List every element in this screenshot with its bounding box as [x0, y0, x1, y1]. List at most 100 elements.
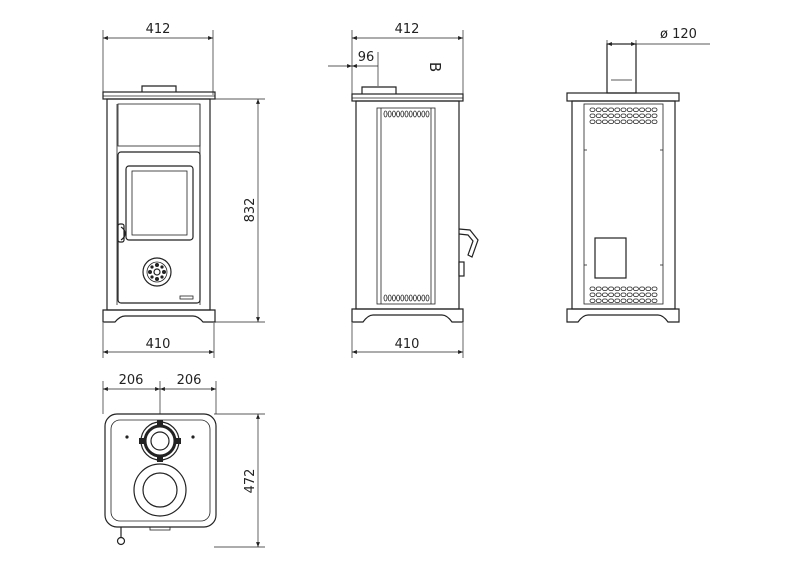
top-outline — [104, 413, 217, 528]
vent-slot — [595, 286, 602, 291]
rear-view: ø 120 — [566, 27, 710, 323]
vent-slot — [626, 298, 633, 303]
side-flue-offset-dimension: 96 — [328, 50, 379, 86]
front-brand-plate — [179, 295, 194, 300]
vent-slot — [383, 110, 388, 118]
front-bottom-width-label: 410 — [146, 337, 171, 352]
front-top-plate — [102, 91, 216, 100]
vent-slot — [633, 298, 639, 303]
vent-slot — [589, 113, 596, 118]
side-top-vents — [383, 110, 430, 118]
rear-top-plate — [566, 92, 680, 102]
side-body — [355, 100, 460, 310]
vent-slot — [589, 292, 596, 297]
vent-slot — [651, 292, 658, 297]
vent-slot — [651, 113, 658, 118]
vent-slot — [633, 292, 639, 297]
front-height-dimension: 832 — [210, 98, 265, 323]
vent-slot — [387, 110, 392, 118]
top-depth-label: 472 — [243, 469, 258, 494]
vent-slot — [620, 292, 627, 297]
side-flue-stub — [361, 86, 397, 94]
vent-slot — [626, 119, 633, 124]
vent-slot — [633, 113, 639, 118]
top-half-right-label: 206 — [177, 373, 202, 388]
vent-slot — [620, 286, 627, 291]
top-half-width-dimensions: 206 206 — [102, 373, 217, 414]
vent-slot — [425, 294, 430, 302]
top-screw-hole — [125, 435, 129, 439]
vent-slot — [602, 119, 608, 124]
vent-slot — [620, 119, 627, 124]
side-top-width-dimension: 412 — [351, 22, 464, 97]
vent-slot — [651, 286, 658, 291]
vent-slot — [626, 107, 633, 112]
vent-slot — [400, 294, 405, 302]
vent-slot — [602, 113, 608, 118]
vent-slot — [651, 298, 658, 303]
rear-flue-diameter-dimension: ø 120 — [606, 27, 710, 93]
front-bottom-width-dimension: 410 — [102, 323, 215, 358]
vent-slot — [595, 107, 602, 112]
vent-slot — [595, 298, 602, 303]
front-glass-frame — [125, 165, 194, 241]
side-view: 412 96 B 410 — [328, 22, 479, 358]
vent-slot — [417, 294, 422, 302]
side-base — [351, 308, 464, 323]
vent-slot — [602, 298, 608, 303]
vent-slot — [608, 292, 614, 297]
vent-slot — [639, 286, 645, 291]
vent-slot — [645, 113, 652, 118]
front-view: 412 832 410 — [102, 22, 265, 358]
front-upper-panel — [117, 103, 201, 147]
side-flue-offset-label: 96 — [358, 50, 375, 65]
rear-flue-diameter-label: ø 120 — [660, 27, 697, 42]
vent-slot — [626, 113, 633, 118]
vent-slot — [645, 298, 652, 303]
vent-slot — [595, 292, 602, 297]
top-half-left-label: 206 — [119, 373, 144, 388]
front-top-width-dimension: 412 — [102, 22, 214, 95]
front-top-width-label: 412 — [146, 22, 171, 37]
vent-slot — [614, 298, 621, 303]
vent-slot — [408, 110, 413, 118]
vent-slot — [614, 292, 621, 297]
side-bottom-vents — [383, 294, 430, 302]
vent-slot — [421, 294, 426, 302]
vent-slot — [645, 107, 652, 112]
vent-slot — [633, 119, 639, 124]
rear-bottom-vents — [589, 286, 658, 303]
vent-slot — [639, 107, 645, 112]
top-depth-dimension: 472 — [214, 413, 265, 548]
vent-slot — [651, 119, 658, 124]
vent-slot — [383, 294, 388, 302]
vent-slot — [639, 292, 645, 297]
vent-slot — [589, 119, 596, 124]
vent-slot — [626, 286, 633, 291]
vent-slot — [608, 113, 614, 118]
rear-access-hatch — [594, 237, 627, 279]
vent-slot — [595, 119, 602, 124]
vent-slot — [391, 294, 396, 302]
vent-slot — [608, 298, 614, 303]
vent-slot — [620, 298, 627, 303]
side-bottom-width-dimension: 410 — [351, 323, 464, 358]
vent-slot — [614, 286, 621, 291]
rear-top-vents — [589, 107, 658, 124]
vent-slot — [400, 110, 405, 118]
vent-slot — [595, 113, 602, 118]
front-door — [117, 151, 201, 304]
front-glass-window — [131, 170, 188, 236]
vent-slot — [421, 110, 426, 118]
vent-slot — [408, 294, 413, 302]
vent-slot — [633, 286, 639, 291]
vent-slot — [608, 119, 614, 124]
vent-slot — [614, 107, 621, 112]
rear-panel — [583, 103, 664, 305]
side-top-plate — [351, 93, 464, 102]
vent-slot — [387, 294, 392, 302]
top-handle — [116, 526, 171, 546]
vent-slot — [639, 298, 645, 303]
rear-flue-pipe — [606, 43, 637, 94]
side-panel — [376, 107, 436, 305]
